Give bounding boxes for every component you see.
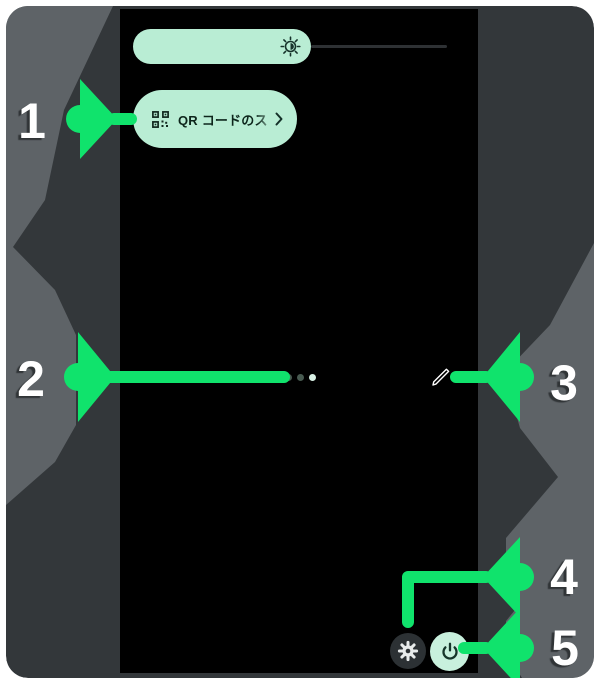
- page-dot-active: [309, 373, 316, 381]
- qr-code-icon: [152, 110, 169, 128]
- brightness-icon: [280, 36, 301, 57]
- gear-icon: [397, 640, 419, 662]
- settings-button[interactable]: [390, 633, 426, 669]
- qr-tile-label: QR コードのス: [178, 112, 268, 128]
- pencil-icon: [432, 368, 450, 386]
- callout-zone-left: [6, 6, 113, 505]
- brightness-slider-fill[interactable]: [133, 29, 311, 64]
- page-dot: [285, 373, 292, 381]
- power-button[interactable]: [430, 632, 469, 671]
- qr-scanner-tile[interactable]: QR コードのス: [133, 90, 297, 148]
- callout-number-5: 5: [551, 620, 579, 676]
- phone-screen: QR コードのス: [120, 9, 478, 673]
- chevron-right-icon: [275, 112, 283, 126]
- callout-number-1: 1: [18, 93, 46, 149]
- power-icon: [441, 642, 458, 660]
- brightness-slider-track[interactable]: [311, 45, 447, 48]
- callout-number-4: 4: [550, 549, 578, 605]
- callout-number-2: 2: [17, 351, 45, 407]
- callout-number-3: 3: [550, 355, 578, 411]
- edit-tiles-button[interactable]: [430, 366, 452, 388]
- page-indicator: [285, 373, 321, 381]
- page-dot: [297, 373, 304, 381]
- brightness-slider[interactable]: [133, 29, 449, 64]
